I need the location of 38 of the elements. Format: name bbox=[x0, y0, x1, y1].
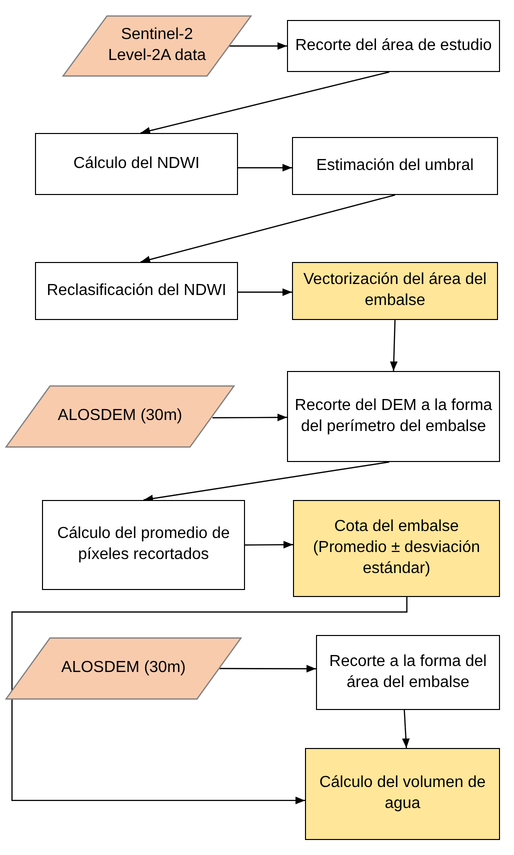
node-label: Recorte del DEM a la forma del perímetro del embalse bbox=[294, 396, 494, 436]
arrow bbox=[245, 540, 293, 549]
arrow bbox=[390, 320, 398, 372]
arrow bbox=[11, 597, 408, 804]
process-box bbox=[287, 20, 500, 72]
data-parallelogram bbox=[5, 385, 235, 448]
node-label: Sentinel-2 Level-2A data bbox=[107, 25, 207, 66]
node-label: Recorte a la forma del área del embalse bbox=[328, 652, 488, 692]
node-label: Recorte del área de estudio bbox=[294, 36, 493, 56]
arrow bbox=[230, 42, 287, 50]
node-label: Cálculo del NDWI bbox=[72, 154, 201, 174]
process-box bbox=[292, 262, 498, 320]
process-box bbox=[305, 748, 500, 840]
arrow bbox=[140, 71, 390, 134]
node-label: Cota del embalse (Promedio ± desviación estándar) bbox=[312, 517, 482, 579]
arrow bbox=[212, 414, 287, 422]
node-label: Cálculo del volumen de agua bbox=[318, 773, 487, 814]
arrow bbox=[402, 710, 410, 748]
node-label: ALOSDEM (30m) bbox=[56, 406, 184, 426]
process-box bbox=[293, 500, 500, 597]
process-box bbox=[35, 262, 238, 320]
arrow bbox=[143, 461, 390, 502]
process-box bbox=[287, 371, 500, 462]
arrow bbox=[238, 288, 292, 296]
process-box bbox=[292, 137, 498, 195]
arrow bbox=[238, 164, 292, 172]
node-label: Cálculo del promedio de píxeles recortados bbox=[56, 524, 231, 565]
node-label: Vectorización del área del embalse bbox=[302, 270, 488, 311]
arrow bbox=[140, 194, 396, 264]
data-parallelogram bbox=[5, 637, 242, 700]
node-label: Estimación del umbral bbox=[315, 156, 475, 176]
process-box bbox=[42, 500, 245, 590]
data-parallelogram bbox=[62, 15, 252, 77]
arrow bbox=[220, 664, 316, 673]
process-box bbox=[35, 133, 238, 195]
node-label: ALOSDEM (30m) bbox=[60, 658, 187, 678]
process-box bbox=[316, 635, 500, 710]
node-label: Reclasificación del NDWI bbox=[46, 280, 228, 301]
